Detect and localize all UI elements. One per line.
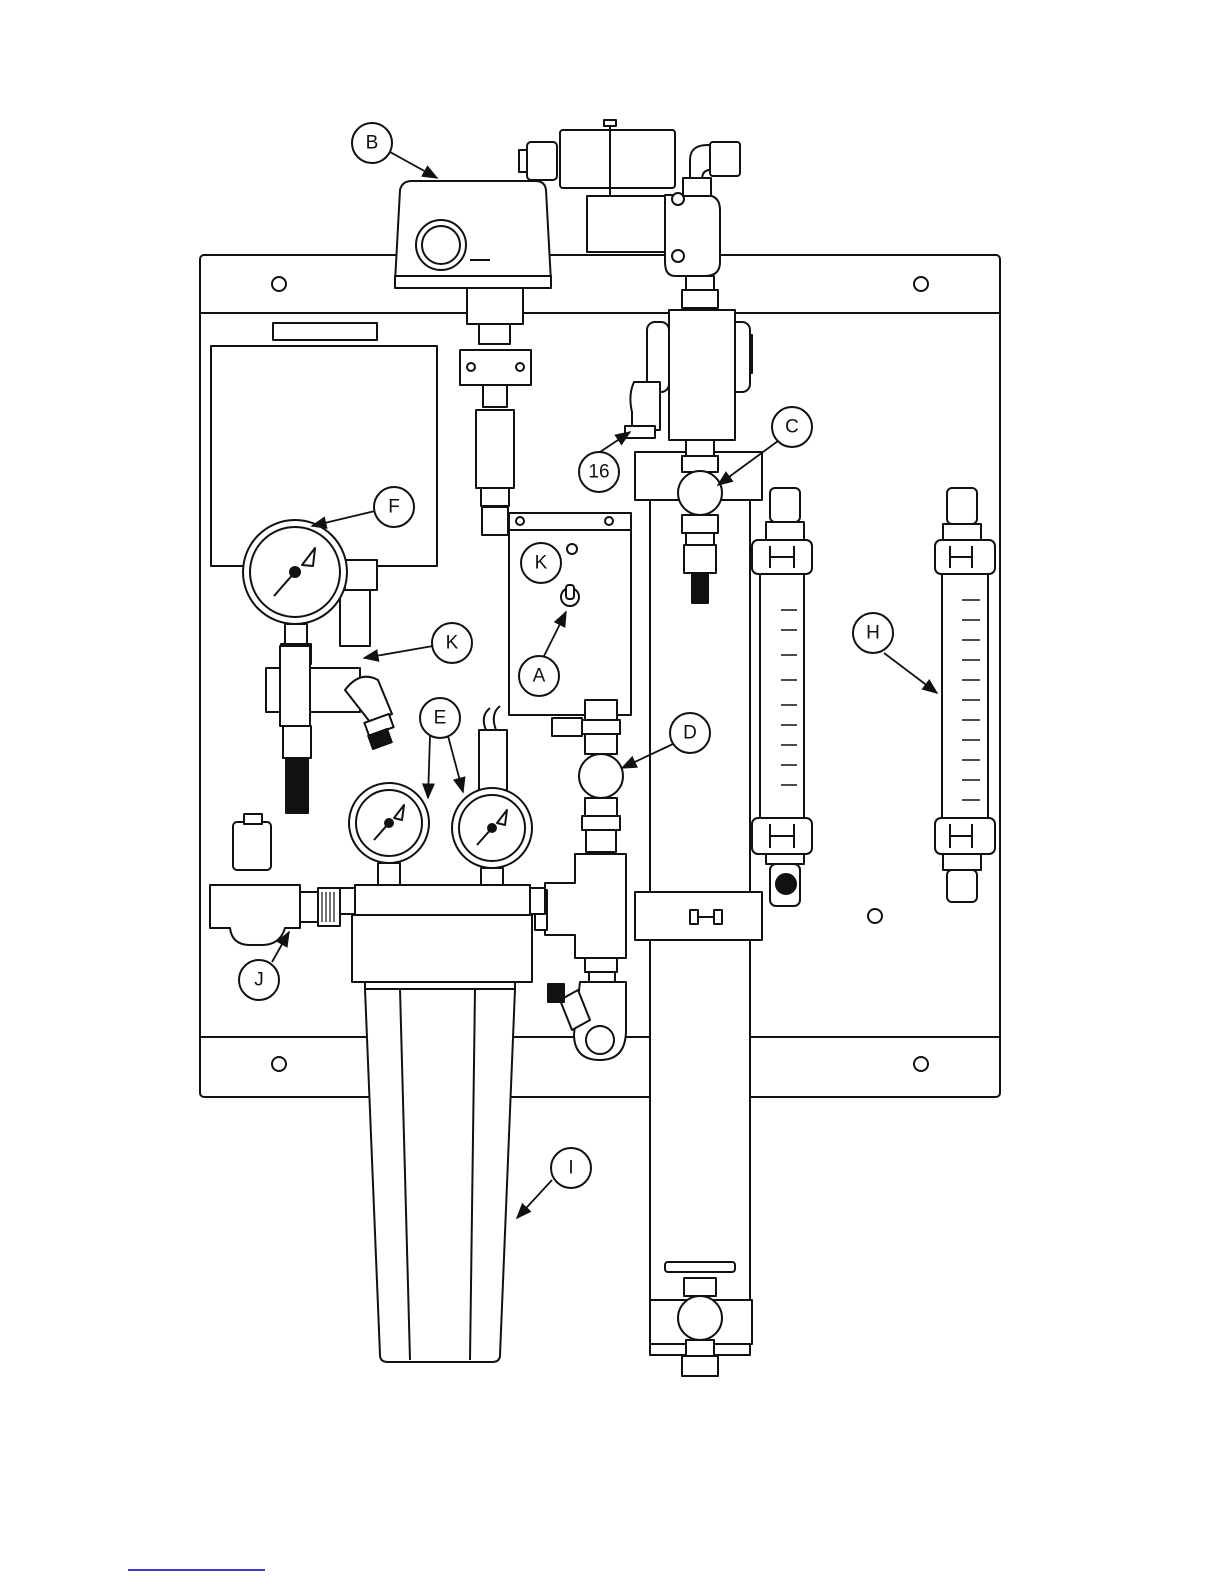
mounting-hole — [914, 1057, 928, 1071]
leader-b — [390, 152, 437, 178]
mounting-hole — [272, 1057, 286, 1071]
callout-a-label: A — [533, 666, 546, 687]
callout-i-label: I — [568, 1158, 573, 1179]
mounting-hole — [868, 909, 882, 923]
callout-d-label: D — [683, 723, 697, 744]
flowmeter-left — [752, 488, 812, 906]
flowmeter-right — [935, 488, 995, 902]
callout-f-label: F — [388, 497, 400, 518]
leader-i — [517, 1180, 552, 1218]
callout-h-label: H — [866, 623, 880, 644]
mounting-hole — [272, 277, 286, 291]
callout-b-label: B — [366, 133, 379, 154]
callout-16-label: 16 — [588, 462, 609, 483]
callout-j-label: J — [254, 970, 264, 991]
callout-c-label: C — [785, 417, 799, 438]
callout-k-upper-label: K — [535, 553, 548, 574]
mounting-hole — [914, 277, 928, 291]
callout-e-label: E — [434, 708, 447, 729]
footer-rule — [128, 1569, 265, 1571]
callout-k-lower-label: K — [446, 633, 459, 654]
filter-housing — [340, 885, 545, 1362]
